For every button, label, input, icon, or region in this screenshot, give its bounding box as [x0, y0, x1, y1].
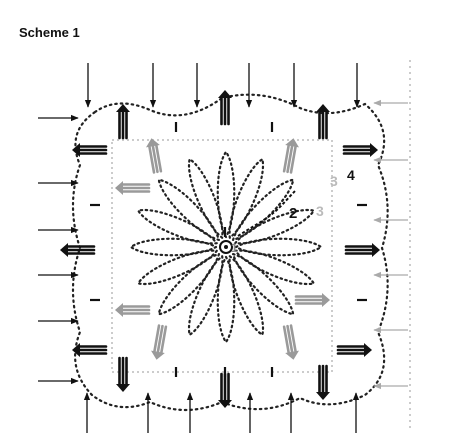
- scallop-border: [71, 93, 389, 412]
- cluster: [316, 364, 330, 400]
- cluster: [60, 243, 96, 257]
- cluster: [151, 324, 168, 360]
- cluster: [344, 243, 380, 257]
- label-row1: 1: [231, 241, 238, 255]
- cluster: [72, 143, 108, 157]
- cluster: [146, 138, 163, 174]
- scheme-title: Scheme 1: [19, 25, 80, 40]
- petal: [216, 255, 236, 344]
- cluster: [316, 104, 330, 140]
- cluster: [115, 181, 151, 195]
- cluster: [218, 90, 232, 126]
- outer-border: [71, 93, 389, 412]
- petal: [129, 237, 218, 257]
- inner-square-frame: [111, 139, 333, 373]
- clusters: [60, 90, 380, 408]
- dash-markers: [90, 122, 367, 377]
- outside-arrows: [38, 63, 408, 433]
- label-row3b: 3: [330, 173, 338, 189]
- petal: [234, 237, 323, 257]
- cluster: [282, 324, 299, 360]
- center-ring: [219, 240, 233, 254]
- cluster: [116, 356, 130, 392]
- row2-chain: [237, 189, 297, 237]
- petal: [216, 150, 236, 239]
- petal: [234, 208, 316, 245]
- cluster: [294, 293, 330, 307]
- label-row4: 4: [347, 167, 355, 183]
- cluster: [72, 343, 108, 357]
- cluster: [282, 138, 299, 174]
- cluster: [115, 303, 151, 317]
- petal: [157, 252, 221, 316]
- cluster: [342, 143, 378, 157]
- cluster: [116, 104, 130, 140]
- center-petals: [129, 150, 323, 344]
- label-row3: 3: [316, 203, 324, 219]
- label-row2: 2: [289, 205, 297, 222]
- cluster: [336, 343, 372, 357]
- cluster: [218, 372, 232, 408]
- petal: [157, 178, 221, 242]
- petal: [231, 252, 295, 316]
